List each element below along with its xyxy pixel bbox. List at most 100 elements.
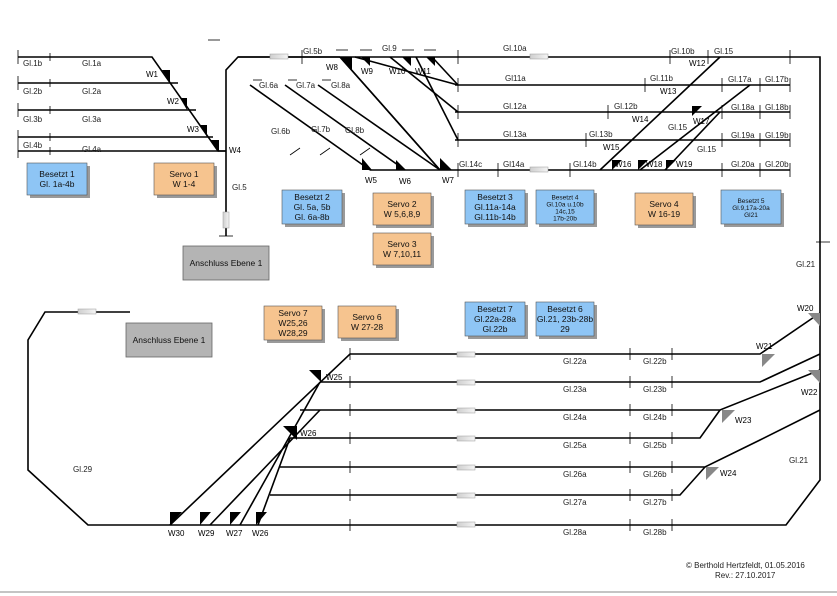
right-loop-track	[27, 56, 830, 526]
label-gl25b: Gl.25b	[643, 441, 667, 450]
label-gl5b: Gl.5b	[303, 47, 323, 56]
label-w14: W14	[632, 115, 649, 124]
label-w20: W20	[797, 304, 814, 313]
label-gl8b: Gl.8b	[345, 126, 365, 135]
switch-w4-marker	[210, 140, 219, 152]
box-servo3-line: W 7,10,11	[383, 249, 421, 259]
switch-w2-marker	[180, 98, 187, 110]
central-yard-tracks	[238, 49, 791, 177]
label-w26b: W26	[252, 529, 269, 538]
label-w6: W6	[399, 177, 412, 186]
box-servo7-line: W25,26	[278, 318, 308, 328]
box-besetzt3-line: Gl.11b-14b	[474, 212, 516, 222]
box-servo6: Servo 6W 27-28	[337, 305, 399, 341]
label-gl2b: Gl.2b	[23, 87, 43, 96]
label-w8: W8	[326, 63, 339, 72]
label-gl3b: Gl.3b	[23, 115, 43, 124]
box-besetzt4-line: Besetzt 4	[551, 195, 578, 202]
box-besetzt7-line: Gl.22b	[482, 324, 507, 334]
label-gl15c: Gl.15	[697, 145, 717, 154]
label-gl10b: Gl.10b	[671, 47, 695, 56]
switch-w5-marker	[362, 158, 372, 170]
label-w22: W22	[801, 388, 818, 397]
switch-w26a-marker	[283, 426, 297, 440]
label-gl21a: Gl.21	[796, 260, 816, 269]
label-gl3a: Gl.3a	[82, 115, 102, 124]
label-gl13b: Gl.13b	[589, 130, 613, 139]
switch-w24-marker	[706, 467, 719, 480]
switch-w21-marker	[762, 354, 775, 367]
label-w9: W9	[361, 67, 374, 76]
label-gl5: Gl.5	[232, 183, 247, 192]
label-gl11a: Gl11a	[505, 74, 526, 83]
label-gl26b: Gl.26b	[643, 470, 667, 479]
label-w27: W27	[226, 529, 243, 538]
box-besetzt2-line: Gl. 6a-8b	[295, 212, 330, 222]
switch-w1-marker	[162, 70, 170, 82]
label-gl23b: Gl.23b	[643, 385, 667, 394]
box-besetzt2-line: Gl. 5a, 5b	[294, 202, 331, 212]
label-w3: W3	[187, 125, 200, 134]
label-gl13a: Gl.13a	[503, 130, 527, 139]
box-servo2-line: W 5,6,8,9	[384, 209, 421, 219]
switch-w27-marker	[230, 512, 241, 525]
box-servo2: Servo 2W 5,6,8,9	[372, 192, 434, 228]
box-besetzt4-line: Gl.10a u.10b	[546, 202, 584, 209]
switch-w23-marker	[722, 410, 735, 423]
label-w5: W5	[365, 176, 378, 185]
label-w16: W16	[615, 160, 632, 169]
label-w4: W4	[229, 146, 242, 155]
label-gl20b: Gl.20b	[765, 160, 789, 169]
box-besetzt3-line: Gl.11a-14a	[474, 202, 516, 212]
box-servo4: Servo 4W 16-19	[634, 192, 696, 228]
switch-w8-marker	[340, 57, 352, 70]
label-w25: W25	[326, 373, 343, 382]
switch-w11-marker	[426, 57, 435, 66]
label-gl28a: Gl.28a	[563, 528, 587, 537]
box-servo4-line: W 16-19	[648, 209, 680, 219]
box-servo6-line: W 27-28	[351, 322, 383, 332]
switch-w3-marker	[200, 125, 207, 137]
label-gl1a: Gl.1a	[82, 59, 102, 68]
switch-w29-marker	[200, 512, 211, 525]
label-gl11b: Gl.11b	[650, 74, 674, 83]
box-servo3-line: Servo 3	[387, 239, 417, 249]
label-gl26a: Gl.26a	[563, 470, 587, 479]
box-servo1-line: Servo 1	[169, 169, 199, 179]
label-gl18a: Gl.18a	[731, 103, 755, 112]
label-gl23a: Gl.23a	[563, 385, 587, 394]
switch-w7-marker	[440, 158, 452, 170]
label-w24: W24	[720, 469, 737, 478]
copyright-line2: Rev.: 27.10.2017	[715, 571, 776, 580]
label-gl24a: Gl.24a	[563, 413, 587, 422]
label-gl28b: Gl.28b	[643, 528, 667, 537]
box-besetzt5-line: Gl21	[744, 212, 758, 219]
switch-w26b-marker	[256, 512, 267, 525]
label-gl20a: Gl.20a	[731, 160, 755, 169]
box-servo4-line: Servo 4	[649, 199, 679, 209]
label-gl4b: Gl.4b	[23, 141, 43, 150]
label-gl8a: Gl.8a	[331, 81, 351, 90]
label-gl14a: Gl14a	[503, 160, 525, 169]
box-besetzt5-line: Gl.9,17a-20a	[732, 205, 770, 212]
label-gl15b: Gl.15	[668, 123, 688, 132]
switch-w17-marker	[692, 106, 702, 116]
box-servo7-line: W28,29	[278, 328, 308, 338]
label-gl24b: Gl.24b	[643, 413, 667, 422]
label-gl17b: Gl.17b	[765, 75, 789, 84]
switch-w22-marker	[808, 370, 820, 383]
label-gl25a: Gl.25a	[563, 441, 587, 450]
label-w21: W21	[756, 342, 773, 351]
switch-w6-marker	[396, 160, 406, 170]
label-gl14b: Gl.14b	[573, 160, 597, 169]
label-w2: W2	[167, 97, 180, 106]
label-gl7b: Gl.7b	[311, 125, 331, 134]
box-besetzt4-line: 14c,15	[555, 209, 575, 216]
label-gl22a: Gl.22a	[563, 357, 587, 366]
box-besetzt6-line: Besetzt 6	[547, 304, 583, 314]
